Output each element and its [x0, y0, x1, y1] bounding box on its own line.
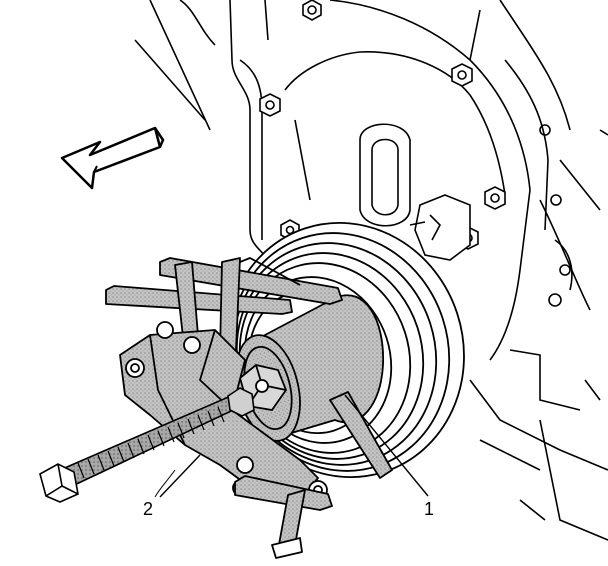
cover-bolt: [451, 63, 473, 87]
sensor-bracket: [409, 194, 471, 261]
cover-bolt: [484, 186, 506, 210]
leader-line-2: [159, 454, 201, 498]
callout-label-2: 2: [143, 499, 154, 519]
cover-bolt: [302, 0, 322, 21]
direction-arrow-icon: [60, 126, 165, 190]
callout-label-1: 1: [424, 499, 435, 519]
forcing-screw: [39, 387, 255, 503]
cover-bolt: [259, 93, 281, 117]
callout-leaders: [154, 394, 429, 498]
leader-line-1: [344, 394, 429, 497]
engine-block: [134, 0, 608, 541]
